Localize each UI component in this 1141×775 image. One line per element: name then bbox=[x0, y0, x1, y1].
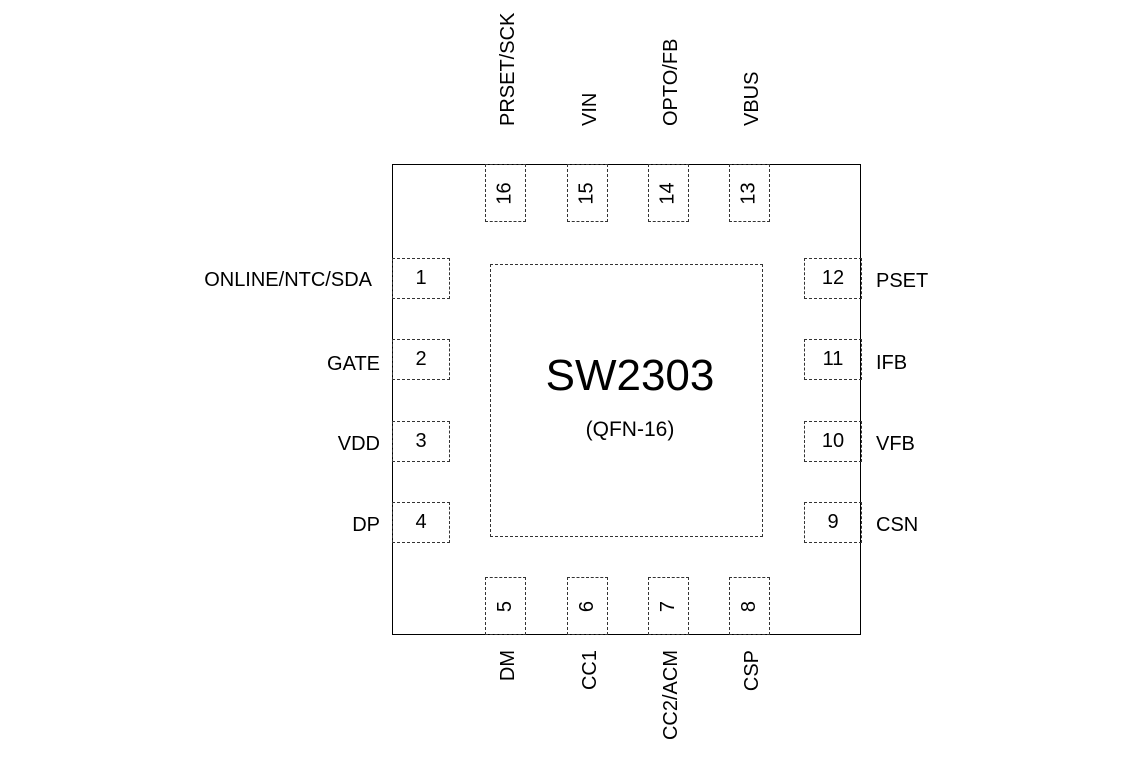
pin-pad-12: 12 bbox=[804, 258, 862, 299]
pin-label-3: VDD bbox=[337, 433, 380, 455]
pin-pad-1: 1 bbox=[392, 258, 450, 299]
pin-label-12: PSET bbox=[876, 270, 929, 292]
pin-label-10: VFB bbox=[876, 433, 915, 455]
pin-pad-14: 14 bbox=[648, 164, 689, 222]
pin-label-9: CSN bbox=[876, 514, 919, 536]
pin-pad-3: 3 bbox=[392, 421, 450, 462]
pin-label-4: DP bbox=[352, 514, 380, 536]
pin-pad-5: 5 bbox=[485, 577, 526, 635]
pin-pad-7: 7 bbox=[648, 577, 689, 635]
pin-label-11: IFB bbox=[876, 352, 908, 374]
pin-pad-10: 10 bbox=[804, 421, 862, 462]
chip-name: SW2303 bbox=[545, 351, 715, 400]
pin-pad-13: 13 bbox=[729, 164, 770, 222]
pin-label-1: ONLINE/NTC/SDA bbox=[204, 269, 372, 291]
chip-body bbox=[392, 164, 861, 635]
pin-pad-9: 9 bbox=[804, 502, 862, 543]
pin-pad-6: 6 bbox=[567, 577, 608, 635]
pin-pad-2: 2 bbox=[392, 339, 450, 380]
pin-pad-8: 8 bbox=[729, 577, 770, 635]
exposed-pad bbox=[490, 264, 763, 537]
pin-pad-4: 4 bbox=[392, 502, 450, 543]
pin-pad-11: 11 bbox=[804, 339, 862, 380]
pin-label-2: GATE bbox=[327, 353, 380, 375]
package-name: (QFN-16) bbox=[585, 418, 675, 441]
pin-pad-16: 16 bbox=[485, 164, 526, 222]
pin-pad-15: 15 bbox=[567, 164, 608, 222]
